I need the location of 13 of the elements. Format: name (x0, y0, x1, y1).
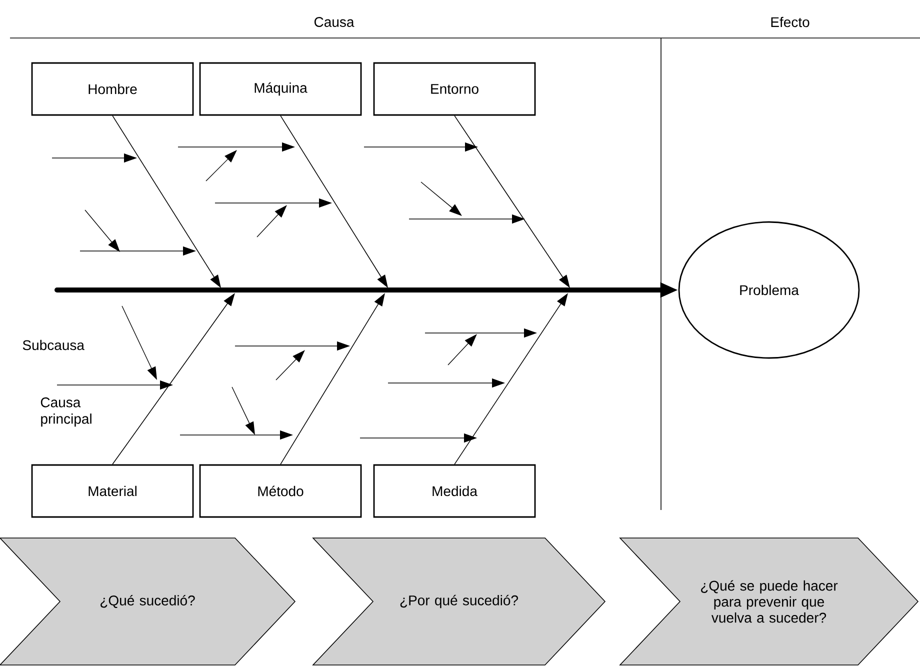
chevron-step: ¿Qué se puede hacer para prevenir que vuelva a suceder? (619, 538, 919, 666)
category-box: Medida (373, 464, 536, 518)
annotation-label: Subcausa (22, 340, 84, 350)
section-heading: Causa (314, 17, 354, 27)
annotation-label: Causa principal (40, 397, 92, 427)
chevron-step: ¿Por qué sucedió? (312, 538, 606, 666)
category-box: Máquina (199, 62, 362, 116)
category-box: Material (31, 464, 194, 518)
section-heading: Efecto (771, 16, 810, 28)
category-box: Hombre (31, 62, 194, 116)
chevron-step: ¿Qué sucedió? (0, 538, 296, 666)
category-box: Entorno (373, 62, 536, 116)
category-box: Método (199, 464, 362, 518)
